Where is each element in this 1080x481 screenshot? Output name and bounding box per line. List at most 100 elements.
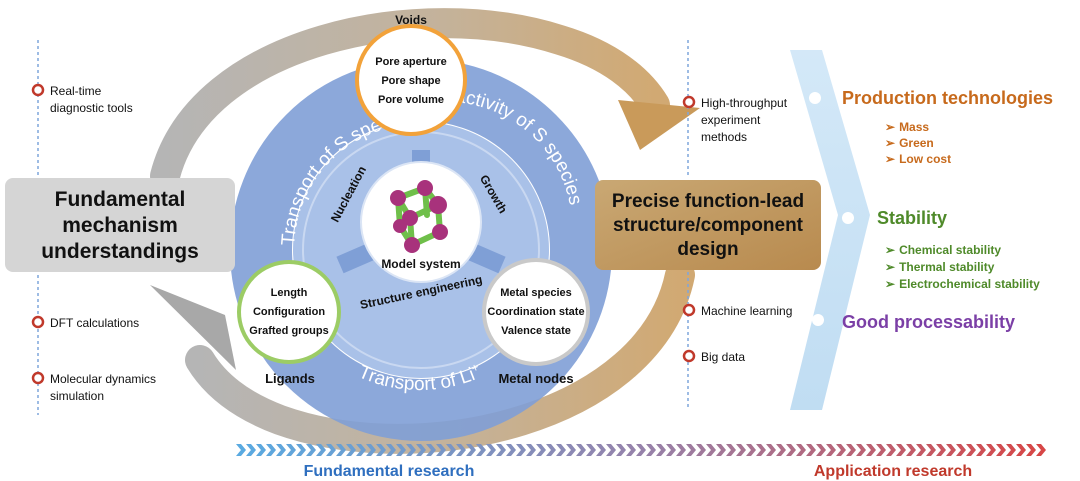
bottom-arrowhead [150, 285, 236, 370]
tool-ml: Machine learning [701, 304, 792, 318]
progress-chevron [1026, 444, 1036, 456]
ligands-node: Length Configuration Grafted groups Liga… [237, 260, 341, 386]
progress-chevron [276, 444, 286, 456]
progress-chevron [406, 444, 416, 456]
progress-chevron [246, 444, 256, 456]
tool-marker-icon [31, 315, 45, 329]
fundamental-mechanism-box: Fundamental mechanism understandings [5, 178, 235, 272]
ligand-length: Length [271, 287, 308, 299]
progress-chevron [886, 444, 896, 456]
tool-marker-icon [682, 95, 696, 109]
tool-realtime-1: Real-time [50, 84, 102, 98]
progress-chevron [936, 444, 946, 456]
progress-chevron [966, 444, 976, 456]
pore-volume: Pore volume [378, 94, 444, 106]
progress-chevron [336, 444, 346, 456]
progress-chevron [866, 444, 876, 456]
progress-chevron [656, 444, 666, 456]
stability-title: Stability [877, 208, 947, 228]
progress-chevron [776, 444, 786, 456]
progress-chevron [516, 444, 526, 456]
progress-chevron [926, 444, 936, 456]
progress-chevron [816, 444, 826, 456]
progress-chevron [386, 444, 396, 456]
progress-chevron [316, 444, 326, 456]
production-title: Production technologies [842, 88, 1053, 108]
progress-chevron [446, 444, 456, 456]
outcome-stability: Stability ➢Chemical stability ➢Thermal s… [877, 208, 1040, 291]
production-item: ➢Mass [885, 120, 929, 134]
cycle-arrows [150, 8, 700, 454]
progress-chevron [1036, 444, 1046, 456]
progress-chevron [536, 444, 546, 456]
tool-htp-3: methods [701, 130, 747, 144]
tool-marker-icon [682, 349, 696, 363]
progress-chevron [706, 444, 716, 456]
progress-chevron [976, 444, 986, 456]
stability-item: ➢Thermal stability [885, 260, 995, 274]
progress-chevron [736, 444, 746, 456]
processability-title: Good processability [842, 312, 1015, 332]
progress-chevron [696, 444, 706, 456]
progress-chevron [466, 444, 476, 456]
progress-chevron [1016, 444, 1026, 456]
progress-chevron [506, 444, 516, 456]
metal-nodes-node: Metal species Coordination state Valence… [482, 258, 590, 386]
progress-chevron [236, 444, 246, 456]
progress-chevron [856, 444, 866, 456]
progress-chevron [526, 444, 536, 456]
right-box-line-1: Precise function-lead [612, 191, 804, 212]
progress-chevron [346, 444, 356, 456]
tool-marker-icon [31, 371, 45, 385]
progress-chevron [826, 444, 836, 456]
progress-chevron [666, 444, 676, 456]
progress-chevron [746, 444, 756, 456]
progress-chevron [806, 444, 816, 456]
left-box-line-1: Fundamental [55, 188, 186, 211]
tool-htp-2: experiment [701, 113, 761, 127]
production-item: ➢Green [885, 136, 934, 150]
valence-state: Valence state [501, 325, 571, 337]
pore-aperture: Pore aperture [375, 56, 447, 68]
voids-node: Voids Pore aperture Pore shape Pore volu… [355, 13, 467, 136]
left-tools: Real-time diagnostic tools DFT calculati… [31, 83, 156, 403]
metal-nodes-label: Metal nodes [498, 371, 573, 386]
right-box-line-2: structure/component [613, 215, 804, 236]
research-progress-bar [236, 444, 1046, 456]
outcome-production: Production technologies ➢Mass ➢Green ➢Lo… [842, 88, 1053, 166]
progress-chevron [396, 444, 406, 456]
progress-chevron [1006, 444, 1016, 456]
ligand-grafted-groups: Grafted groups [249, 325, 328, 337]
progress-chevron [986, 444, 996, 456]
progress-chevron [476, 444, 486, 456]
progress-chevron [876, 444, 886, 456]
tool-marker-icon [682, 303, 696, 317]
progress-chevron [296, 444, 306, 456]
progress-chevron [286, 444, 296, 456]
progress-chevron [726, 444, 736, 456]
stability-item: ➢Electrochemical stability [885, 277, 1040, 291]
tool-md-2: simulation [50, 389, 104, 403]
outcome-chevron [790, 50, 870, 410]
ligands-label: Ligands [265, 371, 315, 386]
progress-chevron [366, 444, 376, 456]
molecule-icon [390, 180, 448, 253]
left-box-line-2: mechanism [62, 214, 178, 237]
progress-chevron [606, 444, 616, 456]
metal-species: Metal species [500, 287, 572, 299]
top-arrowhead [618, 100, 700, 150]
progress-chevron [616, 444, 626, 456]
progress-chevron [356, 444, 366, 456]
model-system-label: Model system [381, 257, 460, 271]
tool-realtime-2: diagnostic tools [50, 101, 133, 115]
progress-chevron [326, 444, 336, 456]
progress-chevron [256, 444, 266, 456]
voids-label: Voids [395, 13, 427, 27]
model-system-node: Model system [360, 161, 482, 283]
progress-chevron [906, 444, 916, 456]
progress-chevron [846, 444, 856, 456]
progress-chevron [946, 444, 956, 456]
ligand-configuration: Configuration [253, 306, 325, 318]
